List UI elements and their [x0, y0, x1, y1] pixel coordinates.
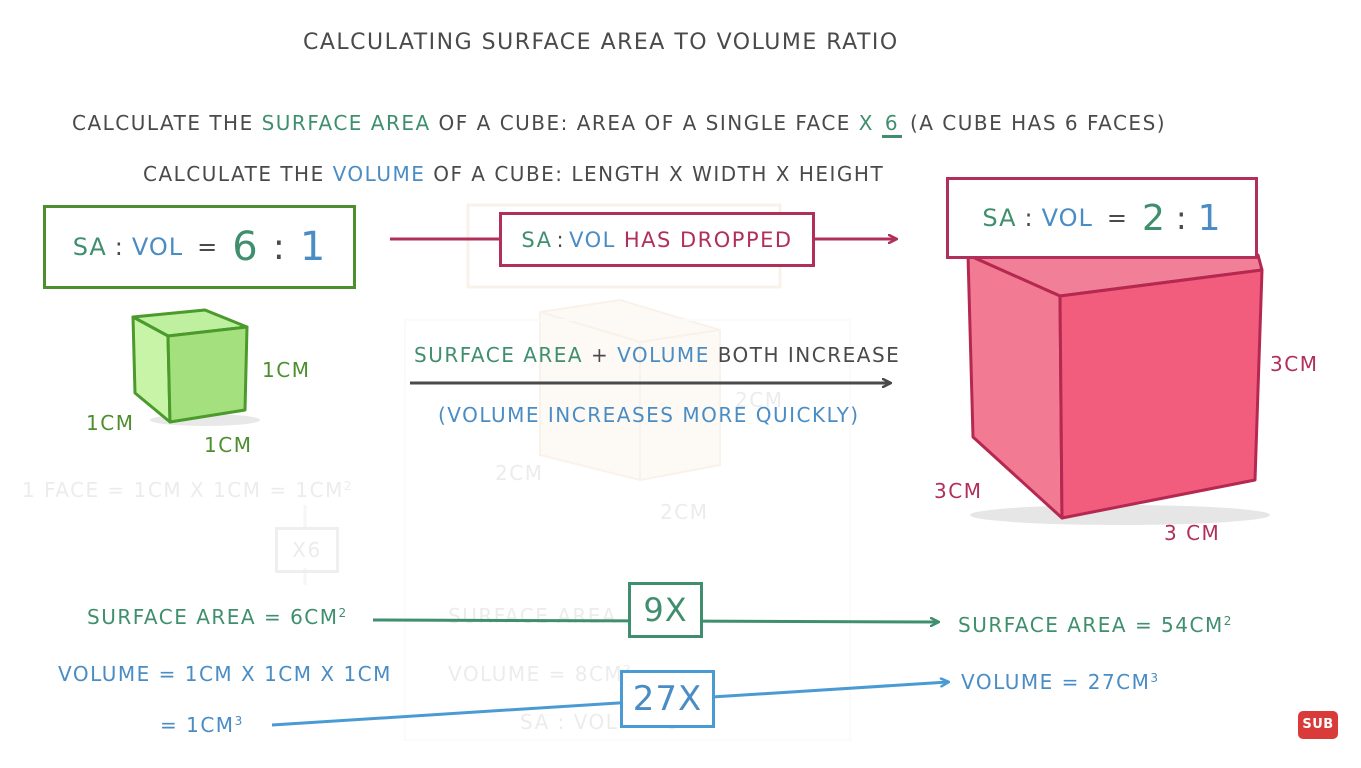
big-vol-value: volume = 27cm3 [961, 670, 1160, 694]
ghost-dim-b: 2cm [660, 500, 709, 524]
vol-rule: Calculate the volume of a cube: length x… [143, 162, 885, 186]
small-cube-dim-left: 1cm [86, 411, 135, 435]
increase-note: (volume increases more quickly) [438, 403, 860, 427]
page-title: Calculating surface area to volume ratio [303, 30, 899, 55]
vol-factor-arrow [271, 682, 948, 727]
ratio-dropped-box: SA : VOL has dropped [499, 212, 815, 267]
big-cube-dim-left: 3cm [934, 479, 983, 503]
big-cube-ratio-box: SA : VOL = 2 : 1 [946, 177, 1258, 259]
small-vol-result: = 1cm3 [160, 713, 244, 737]
ghost-multiplier-box: x6 [275, 527, 339, 573]
ghost-sa: surface area [448, 604, 618, 628]
sa-factor-box: 9x [628, 582, 703, 638]
ghost-face-formula: 1 face = 1cm x 1cm = 1cm2 [22, 478, 354, 502]
sa-rule: Calculate the surface area of a cube: ar… [72, 111, 1166, 138]
small-sa-value: Surface area = 6cm2 [87, 605, 348, 629]
ghost-dim-a: 2cm [495, 461, 544, 485]
small-cube-ratio-box: SA : VOL = 6 : 1 [43, 205, 356, 289]
ghost-shapes [303, 203, 851, 741]
increase-caption: Surface area + volume both increase [414, 343, 901, 367]
big-cube [966, 253, 1270, 525]
big-cube-dim-right: 3cm [1270, 352, 1319, 376]
small-cube [131, 308, 260, 426]
sa-factor: 6 [881, 111, 903, 138]
vol-factor-box: 27x [620, 670, 715, 728]
small-cube-dim-right: 1cm [262, 358, 311, 382]
ghost-dim-c: 2cm [735, 388, 784, 412]
big-sa-value: Surface area = 54cm2 [958, 613, 1233, 637]
small-vol-formula: volume = 1cm x 1cm x 1cm [58, 662, 392, 686]
big-cube-dim-bottom: 3 cm [1164, 521, 1221, 545]
subscribe-badge[interactable]: SUB [1298, 711, 1338, 739]
vol-keyword: volume [332, 162, 426, 186]
small-cube-dim-bottom: 1cm [204, 433, 253, 457]
sa-keyword: surface area [261, 111, 431, 135]
ghost-vol: volume = 8cm3 [448, 662, 631, 686]
